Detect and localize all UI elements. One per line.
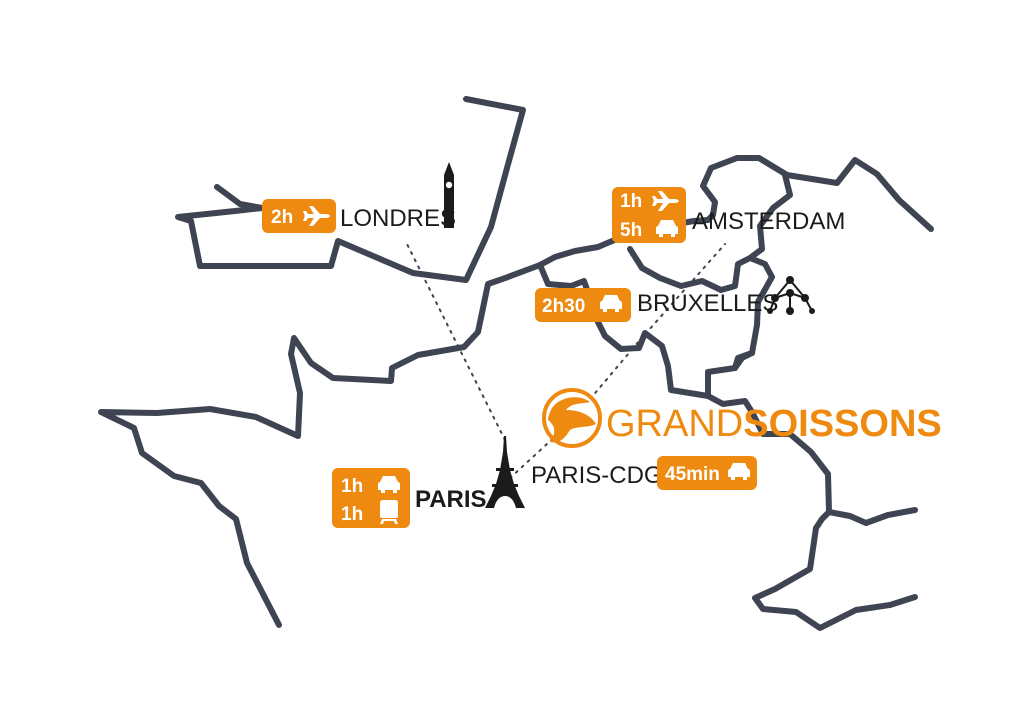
londres-badge bbox=[262, 199, 336, 233]
amsterdam-car-time: 5h bbox=[620, 220, 642, 241]
big-ben-icon bbox=[444, 162, 454, 228]
bruxelles-group: 2h30 BRUXELLES bbox=[535, 276, 815, 322]
city-londres: LONDRES bbox=[340, 205, 456, 232]
belgium-coast bbox=[537, 262, 711, 399]
benelux-border bbox=[537, 155, 934, 268]
route-cdg-bruxelles bbox=[584, 339, 641, 406]
uk-border bbox=[175, 96, 526, 283]
londres-plane-time: 2h bbox=[271, 207, 293, 228]
paris-train-time: 1h bbox=[341, 504, 363, 525]
paris-group: 1h 1h PARIS bbox=[332, 436, 525, 528]
city-bruxelles: BRUXELLES bbox=[637, 290, 778, 317]
eiffel-tower-icon bbox=[485, 436, 525, 508]
cdg-car-time: 45min bbox=[665, 464, 720, 485]
route-cdg-amsterdam bbox=[639, 243, 726, 341]
logo-text: GRANDSOISSONS bbox=[606, 403, 942, 445]
amsterdam-plane-time: 1h bbox=[620, 191, 642, 212]
cdg-badge bbox=[657, 456, 757, 490]
grandsoissons-logo: GRANDSOISSONS bbox=[542, 388, 942, 448]
netherlands-border bbox=[747, 172, 793, 261]
atomium-icon bbox=[767, 276, 815, 315]
germany-border bbox=[752, 525, 918, 631]
luxembourg-border bbox=[732, 350, 755, 371]
city-amsterdam: AMSTERDAM bbox=[692, 208, 845, 235]
londres-group: 2h LONDRES bbox=[262, 162, 456, 233]
cdg-group: PARIS-CDG 45min bbox=[531, 456, 757, 490]
bruxelles-car-time: 2h30 bbox=[542, 296, 585, 317]
route-paris-londres bbox=[404, 239, 506, 441]
logo-mark bbox=[548, 397, 596, 443]
amsterdam-group: 1h 5h AMSTERDAM bbox=[612, 187, 845, 243]
paris-car-time: 1h bbox=[341, 476, 363, 497]
train-icon bbox=[380, 500, 398, 524]
city-paris: PARIS bbox=[415, 486, 487, 513]
city-paris-cdg: PARIS-CDG bbox=[531, 462, 663, 489]
country-borders bbox=[98, 96, 934, 631]
germany-border-2 bbox=[826, 507, 918, 526]
france-coast bbox=[98, 262, 543, 628]
